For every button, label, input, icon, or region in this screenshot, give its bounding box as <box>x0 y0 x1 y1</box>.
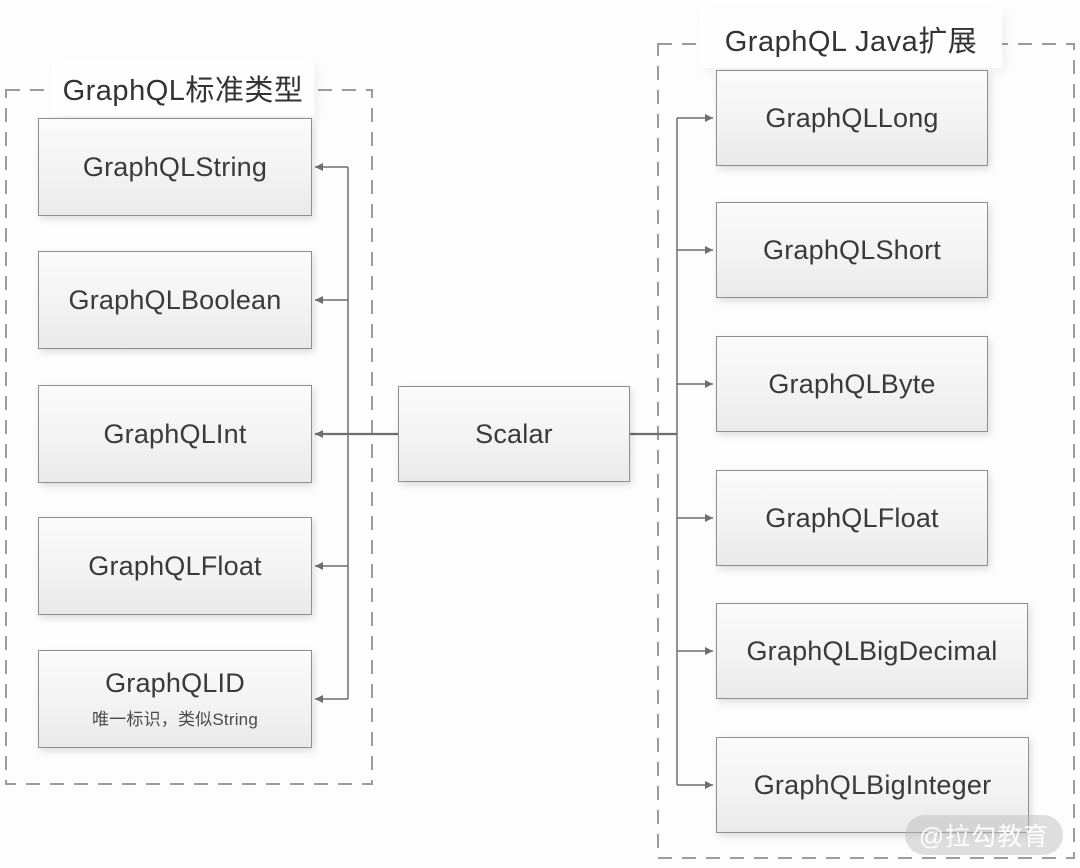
node-graphqlfloat-right-label: GraphQLFloat <box>765 502 939 533</box>
node-graphqllong: GraphQLLong <box>716 70 988 166</box>
node-graphqlbyte-label: GraphQLByte <box>768 368 936 399</box>
node-graphqlid-sublabel: 唯一标识，类似String <box>91 710 258 729</box>
node-graphqlboolean-label: GraphQLBoolean <box>68 284 282 315</box>
node-graphqlboolean: GraphQLBoolean <box>38 251 312 349</box>
node-scalar: Scalar <box>398 386 630 482</box>
left-group-title-text: GraphQL标准类型 <box>62 75 304 107</box>
node-graphqlbigdecimal-label: GraphQLBigDecimal <box>746 635 998 666</box>
node-graphqlstring: GraphQLString <box>38 118 312 216</box>
node-graphqlbigdecimal: GraphQLBigDecimal <box>716 603 1028 699</box>
node-graphqlstring-label: GraphQLString <box>82 151 268 182</box>
node-scalar-label: Scalar <box>475 418 553 449</box>
watermark-badge: @拉勾教育 <box>905 815 1063 855</box>
node-graphqlbiginteger-label: GraphQLBigInteger <box>753 769 992 800</box>
node-graphqlshort-label: GraphQLShort <box>763 234 941 265</box>
node-graphqlfloat-left-label: GraphQLFloat <box>88 550 262 581</box>
node-graphqlfloat-right: GraphQLFloat <box>716 470 988 566</box>
node-graphqlbiginteger: GraphQLBigInteger <box>716 737 1029 833</box>
node-graphqlint-label: GraphQLInt <box>103 418 247 449</box>
node-graphqlbyte: GraphQLByte <box>716 336 988 432</box>
watermark-text: @拉勾教育 <box>918 823 1050 851</box>
right-group-title-text: GraphQL Java扩展 <box>724 26 978 58</box>
node-graphqlfloat-left: GraphQLFloat <box>38 517 312 615</box>
node-graphqllong-label: GraphQLLong <box>765 102 939 133</box>
right-group-title: GraphQL Java扩展 <box>700 10 1002 68</box>
node-graphqlid: GraphQLID 唯一标识，类似String <box>38 650 312 748</box>
node-graphqlint: GraphQLInt <box>38 385 312 483</box>
right-group-dashed-border <box>657 43 1075 859</box>
node-graphqlshort: GraphQLShort <box>716 202 988 298</box>
left-group-title: GraphQL标准类型 <box>52 60 314 116</box>
node-graphqlid-label: GraphQLID <box>105 668 245 698</box>
